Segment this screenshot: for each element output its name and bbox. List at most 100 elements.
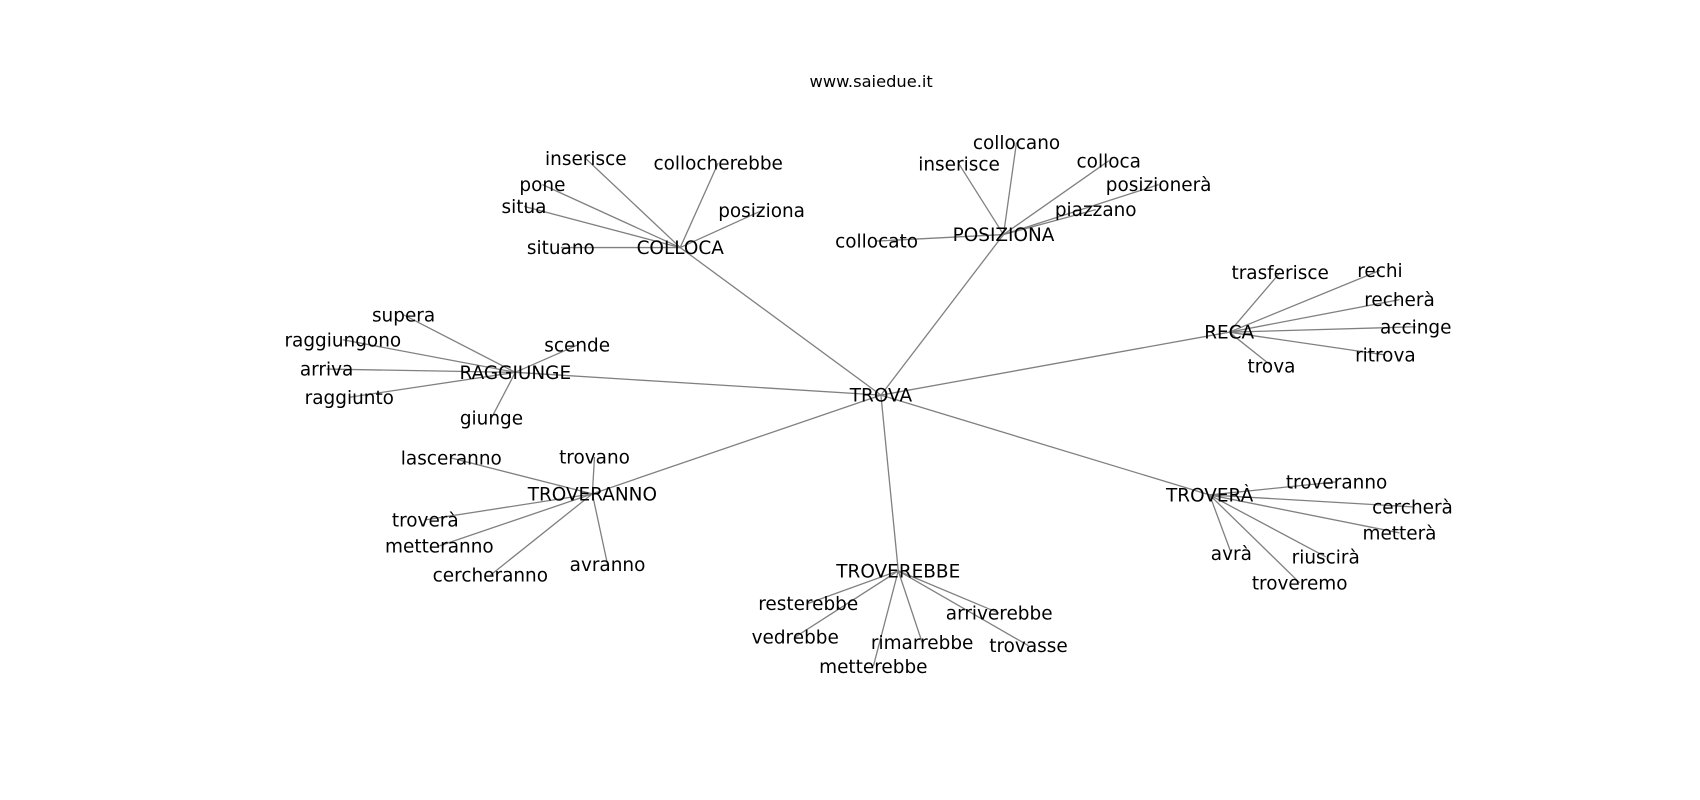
edge-root-hub xyxy=(880,234,1005,396)
edge-hub-leaf xyxy=(1228,331,1272,367)
leaf-node-label: vedrebbe xyxy=(752,628,839,649)
edge-hub-leaf xyxy=(1209,494,1413,508)
leaf-node-label: inserisce xyxy=(545,149,627,170)
leaf-node-label: metterà xyxy=(1362,523,1436,544)
hub-node-label: TROVEREBBE xyxy=(835,561,960,582)
edge-hub-leaf xyxy=(1003,160,1110,236)
edge-hub-leaf xyxy=(897,570,923,643)
edge-hub-leaf xyxy=(523,205,681,249)
edge-hub-leaf xyxy=(794,570,899,638)
edge-hub-leaf xyxy=(1209,494,1232,554)
edge-hub-leaf xyxy=(679,162,719,248)
edge-root-hub xyxy=(592,394,882,495)
edge-hub-leaf xyxy=(490,372,516,419)
edge-hub-leaf xyxy=(679,210,762,249)
leaf-node-label: raggiunto xyxy=(305,388,394,409)
leaf-node-label: piazzano xyxy=(1055,200,1137,221)
edge-hub-leaf xyxy=(898,570,1000,614)
leaf-node-label: posiziona xyxy=(718,201,805,222)
leaf-node-label: situano xyxy=(527,238,595,259)
edge-hub-leaf xyxy=(591,456,596,494)
leaf-node-label: collocherebbe xyxy=(653,153,782,174)
edge-hub-leaf xyxy=(876,233,1004,242)
edge-hub-leaf xyxy=(897,570,1029,647)
leaf-node-label: lasceranno xyxy=(401,449,502,470)
edge-hub-leaf xyxy=(542,184,681,249)
leaf-node-label: riuscirà xyxy=(1292,547,1360,568)
edge-hub-leaf xyxy=(958,163,1005,235)
leaf-node-label: arriva xyxy=(300,360,353,381)
hub-node-label: RAGGIUNGE xyxy=(460,363,572,384)
edge-hub-leaf xyxy=(1229,331,1386,356)
edge-hub-leaf xyxy=(403,314,516,373)
edge-hub-leaf xyxy=(1209,494,1400,534)
edge-hub-leaf xyxy=(1229,326,1416,333)
leaf-node-label: cercheranno xyxy=(433,566,548,587)
leaf-node-label: situa xyxy=(502,197,547,218)
leaf-node-label: trasferisce xyxy=(1231,263,1328,284)
edge-hub-leaf xyxy=(808,570,899,605)
edge-root-hub xyxy=(880,395,899,571)
edge-hub-leaf xyxy=(326,368,516,373)
leaf-node-label: troveremo xyxy=(1252,573,1348,594)
leaf-node-label: giunge xyxy=(460,408,523,429)
edge-hub-leaf xyxy=(1209,494,1327,558)
leaf-node-label: collocano xyxy=(973,133,1060,154)
edge-hub-leaf xyxy=(1003,184,1159,236)
edge-hub-leaf xyxy=(1228,272,1281,333)
edge-root-hub xyxy=(679,247,882,396)
edge-hub-leaf xyxy=(489,493,593,576)
leaf-node-label: resterebbe xyxy=(758,594,858,615)
leaf-node-label: trova xyxy=(1248,356,1296,377)
leaf-node-label: inserisce xyxy=(918,155,1000,176)
leaf-node-label: trovano xyxy=(559,447,630,468)
edge-hub-leaf xyxy=(342,339,516,373)
edge-hub-leaf xyxy=(1209,494,1301,584)
root-node-label: TROVA xyxy=(849,386,913,407)
leaf-node-label: colloca xyxy=(1077,151,1141,172)
edge-hub-leaf xyxy=(1229,299,1400,333)
leaf-node-label: arriverebbe xyxy=(946,604,1053,625)
hub-node-label: TROVERANNO xyxy=(527,484,657,505)
leaf-node-label: recherà xyxy=(1364,290,1435,311)
edge-root-hub xyxy=(880,331,1230,396)
site-title: www.saiedue.it xyxy=(810,72,933,91)
leaf-node-label: avrà xyxy=(1211,544,1252,565)
leaf-node-label: trovasse xyxy=(989,636,1067,657)
edge-root-hub xyxy=(515,371,881,396)
leaf-node-label: supera xyxy=(372,305,435,326)
leaf-node-label: troveranno xyxy=(1286,472,1387,493)
edge-hub-leaf xyxy=(425,493,593,521)
leaf-node-label: ritrova xyxy=(1355,345,1416,366)
edge-hub-leaf xyxy=(349,371,516,398)
edge-hub-leaf xyxy=(1002,142,1018,235)
edge-hub-leaf xyxy=(515,344,578,373)
edge-hub-leaf xyxy=(872,570,899,667)
hub-node-label: COLLOCA xyxy=(637,238,725,259)
leaf-node-label: rimarrebbe xyxy=(871,633,974,654)
edge-root-hub xyxy=(880,394,1210,496)
hub-node-label: RECA xyxy=(1204,323,1254,344)
edge-hub-leaf xyxy=(1209,481,1337,496)
edge-hub-leaf xyxy=(1228,269,1381,333)
edge-hub-leaf xyxy=(451,457,593,495)
leaf-node-label: scende xyxy=(544,336,610,357)
leaf-node-label: cercherà xyxy=(1372,497,1453,518)
hub-node-label: POSIZIONA xyxy=(953,225,1055,246)
edge-hub-leaf xyxy=(1003,208,1096,236)
leaf-node-label: metteranno xyxy=(385,536,494,557)
leaf-node-label: avranno xyxy=(570,555,646,576)
hub-node-label: TROVERÀ xyxy=(1165,484,1254,506)
leaf-node-label: pone xyxy=(519,175,565,196)
leaf-node-label: rechi xyxy=(1357,261,1402,282)
edge-hub-leaf xyxy=(591,493,609,565)
edge-hub-leaf xyxy=(439,493,593,547)
leaf-node-label: raggiungono xyxy=(284,330,401,351)
leaf-node-label: metterebbe xyxy=(819,657,927,678)
edges xyxy=(326,142,1416,667)
leaf-node-label: troverà xyxy=(392,510,459,531)
edge-hub-leaf xyxy=(585,158,681,249)
leaf-node-label: accinge xyxy=(1380,317,1451,338)
